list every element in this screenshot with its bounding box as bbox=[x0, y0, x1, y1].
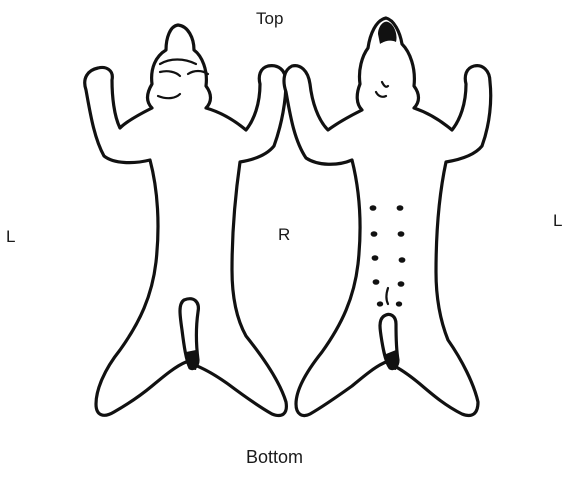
ventral-figure bbox=[284, 18, 491, 416]
label-left: L bbox=[6, 228, 15, 245]
dorsal-figure bbox=[85, 25, 287, 416]
nipple-mark bbox=[372, 255, 379, 261]
label-center: R bbox=[278, 226, 290, 243]
nipple-mark bbox=[398, 281, 405, 287]
dorsal-tail-tip bbox=[186, 350, 198, 370]
nipple-mark bbox=[371, 231, 378, 237]
nipple-mark bbox=[377, 301, 383, 306]
label-top: Top bbox=[256, 10, 283, 27]
nipple-mark bbox=[370, 205, 377, 211]
label-right: L bbox=[553, 212, 562, 229]
nipple-mark bbox=[397, 205, 404, 211]
nipple-mark bbox=[373, 279, 380, 285]
label-bottom: Bottom bbox=[246, 448, 303, 466]
nipple-mark bbox=[396, 301, 402, 306]
nipple-mark bbox=[399, 257, 406, 263]
nipple-mark bbox=[398, 231, 405, 237]
